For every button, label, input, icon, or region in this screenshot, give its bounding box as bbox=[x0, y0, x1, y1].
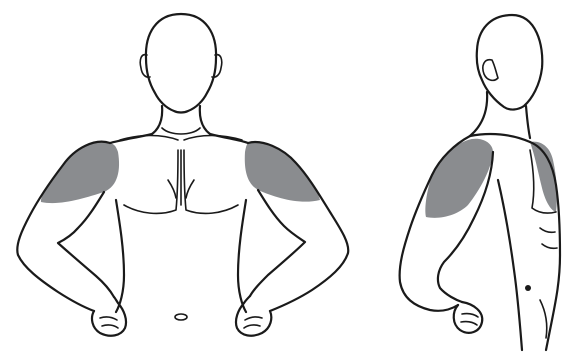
front-torso-left bbox=[116, 200, 124, 312]
front-neck-right bbox=[200, 106, 210, 134]
front-right-arm-inner bbox=[250, 190, 305, 296]
side-figure bbox=[400, 15, 560, 350]
front-right-fist-fingers bbox=[244, 317, 262, 328]
front-sternal-notch bbox=[162, 128, 200, 134]
side-neck-back bbox=[470, 92, 487, 136]
side-fist-fingers bbox=[461, 314, 478, 325]
front-figure bbox=[17, 14, 348, 336]
front-left-arm-inner bbox=[58, 192, 114, 297]
front-pec-left-fold bbox=[168, 180, 176, 198]
side-ear bbox=[483, 60, 498, 81]
side-torso-back bbox=[498, 180, 522, 350]
front-neck-left bbox=[152, 106, 162, 134]
side-navel bbox=[525, 285, 531, 291]
side-neck-front bbox=[526, 106, 530, 138]
front-navel bbox=[175, 314, 187, 320]
side-rib-lines bbox=[540, 228, 557, 248]
front-left-fist-fingers bbox=[100, 317, 118, 328]
side-shoulder-highlight bbox=[425, 139, 493, 218]
side-hip-line bbox=[540, 300, 547, 338]
front-head bbox=[146, 14, 216, 113]
front-left-shoulder-highlight bbox=[41, 142, 119, 203]
front-torso-right bbox=[238, 200, 246, 312]
front-pec-right-fold bbox=[186, 180, 194, 198]
